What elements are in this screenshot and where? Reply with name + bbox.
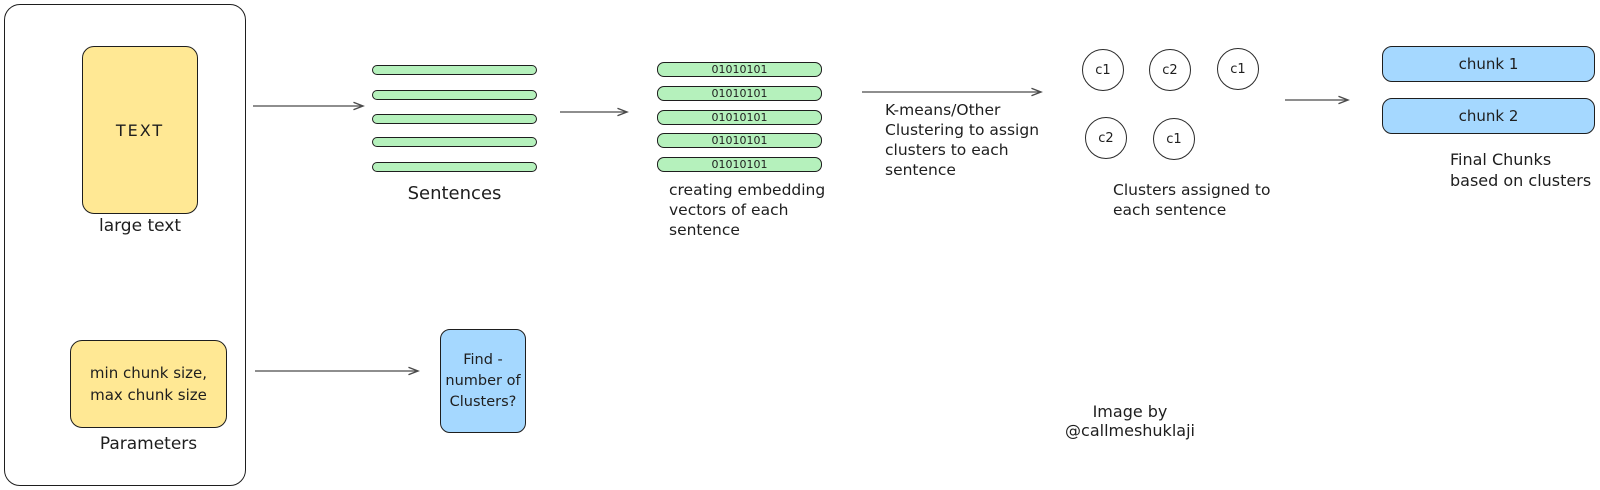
sentence-bar <box>372 114 537 124</box>
clustering-step-line: K-means/Other <box>885 101 1001 119</box>
cluster-label: c1 <box>1230 61 1246 77</box>
embedding-vector-box: 01010101 <box>657 86 822 101</box>
clusters-caption-line: each sentence <box>1113 201 1227 219</box>
parameters-box: min chunk size, max chunk size <box>70 340 227 428</box>
embeddings-caption-line: creating embedding <box>669 181 826 199</box>
cluster-circle: c1 <box>1153 118 1195 160</box>
clusters-caption-line: Clusters assigned to <box>1113 181 1271 199</box>
cluster-circle: c1 <box>1217 48 1259 90</box>
chunk-box: chunk 2 <box>1382 98 1595 134</box>
embeddings-caption-line: sentence <box>669 221 740 239</box>
cluster-label: c1 <box>1166 131 1182 147</box>
sentence-bar <box>372 162 537 172</box>
vector-text: 01010101 <box>711 111 768 124</box>
find-clusters-line: Clusters? <box>449 393 517 410</box>
find-clusters-line: number of <box>445 372 521 389</box>
clustering-step-line: Clustering to assign <box>885 121 1040 139</box>
large-text-box: TEXT <box>82 46 198 214</box>
clustering-step-line: sentence <box>885 161 956 179</box>
image-credit: Image by @callmeshuklaji <box>1065 402 1195 440</box>
embeddings-caption-line: vectors of each <box>669 201 789 219</box>
clustering-step-label: K-means/Other Clustering to assign clust… <box>885 100 1039 180</box>
vector-text: 01010101 <box>711 158 768 171</box>
vector-text: 01010101 <box>711 87 768 100</box>
sentence-bar <box>372 65 537 75</box>
chunk-label: chunk 1 <box>1458 55 1519 73</box>
embeddings-caption: creating embedding vectors of each sente… <box>669 180 825 240</box>
cluster-circle: c1 <box>1082 49 1124 91</box>
final-chunks-caption: Final Chunks based on clusters <box>1450 149 1591 191</box>
chunk-label: chunk 2 <box>1458 107 1519 125</box>
clustering-step-line: clusters to each <box>885 141 1009 159</box>
clusters-caption: Clusters assigned to each sentence <box>1113 180 1271 220</box>
final-chunks-caption-line: based on clusters <box>1450 171 1592 190</box>
embedding-vector-box: 01010101 <box>657 110 822 125</box>
embedding-vector-box: 01010101 <box>657 62 822 77</box>
parameters-box-line2: max chunk size <box>90 386 207 404</box>
cluster-label: c1 <box>1095 62 1111 78</box>
embedding-vector-box: 01010101 <box>657 157 822 172</box>
find-clusters-line: Find - <box>463 351 503 368</box>
chunk-box: chunk 1 <box>1382 46 1595 82</box>
input-panel: TEXT large text min chunk size, max chun… <box>4 4 246 486</box>
cluster-label: c2 <box>1162 62 1178 78</box>
large-text-caption: large text <box>98 216 182 236</box>
embedding-vector-box: 01010101 <box>657 133 822 148</box>
parameters-caption: Parameters <box>99 434 198 454</box>
parameters-box-line1: min chunk size, <box>89 364 208 382</box>
cluster-label: c2 <box>1098 130 1114 146</box>
final-chunks-caption-line: Final Chunks <box>1450 150 1552 169</box>
sentences-caption: Sentences <box>407 183 502 204</box>
vector-text: 01010101 <box>711 134 768 147</box>
sentence-bar <box>372 90 537 100</box>
large-text-box-label: TEXT <box>115 120 165 140</box>
sentence-bar <box>372 137 537 147</box>
find-clusters-box: Find - number of Clusters? <box>440 329 526 433</box>
cluster-circle: c2 <box>1149 49 1191 91</box>
vector-text: 01010101 <box>711 63 768 76</box>
cluster-circle: c2 <box>1085 117 1127 159</box>
